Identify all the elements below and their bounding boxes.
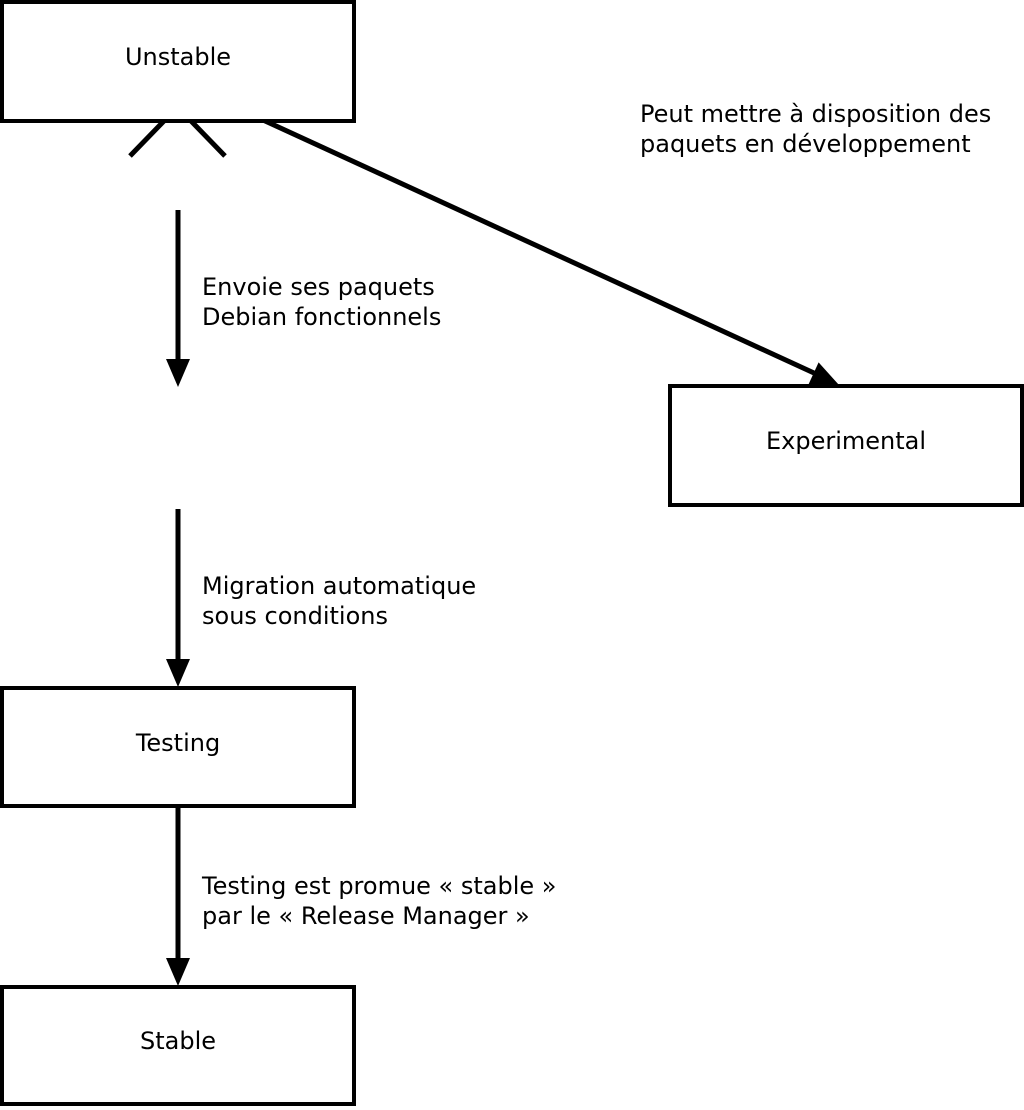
edge-label-line: Testing est promue « stable » xyxy=(202,872,557,900)
edge-label-line: Debian fonctionnels xyxy=(202,303,442,331)
edge-label-to-unstable: Envoie ses paquets Debian fonctionnels xyxy=(202,272,441,332)
arrow-testing-to-stable xyxy=(166,808,190,986)
edge-label-to-testing: Migration automatique sous conditions xyxy=(202,571,476,631)
box-stable: Stable xyxy=(0,985,356,1106)
box-unstable-label: Unstable xyxy=(124,43,232,71)
edge-label-line: Peut mettre à disposition des xyxy=(640,100,992,128)
edge-label-line: paquets en développement xyxy=(640,130,971,158)
edge-label-line: par le « Release Manager » xyxy=(202,902,530,930)
box-experimental: Experimental xyxy=(668,384,1024,507)
edge-label-line: sous conditions xyxy=(202,602,388,630)
edge-label-line: Migration automatique xyxy=(202,572,477,600)
arrow-unstable-to-testing xyxy=(166,509,190,687)
box-stable-label: Stable xyxy=(139,1027,217,1055)
edge-label-line: Envoie ses paquets xyxy=(202,273,435,301)
edge-label-to-experimental: Peut mettre à disposition des paquets en… xyxy=(640,99,991,159)
box-testing: Testing xyxy=(0,686,356,808)
arrow-actor-to-experimental xyxy=(224,100,839,385)
edge-label-to-stable: Testing est promue « stable » par le « R… xyxy=(202,871,556,931)
box-testing-label: Testing xyxy=(135,728,221,757)
arrow-actor-to-unstable xyxy=(166,210,190,387)
box-unstable: Unstable xyxy=(0,0,356,123)
box-experimental-label: Experimental xyxy=(765,427,927,455)
